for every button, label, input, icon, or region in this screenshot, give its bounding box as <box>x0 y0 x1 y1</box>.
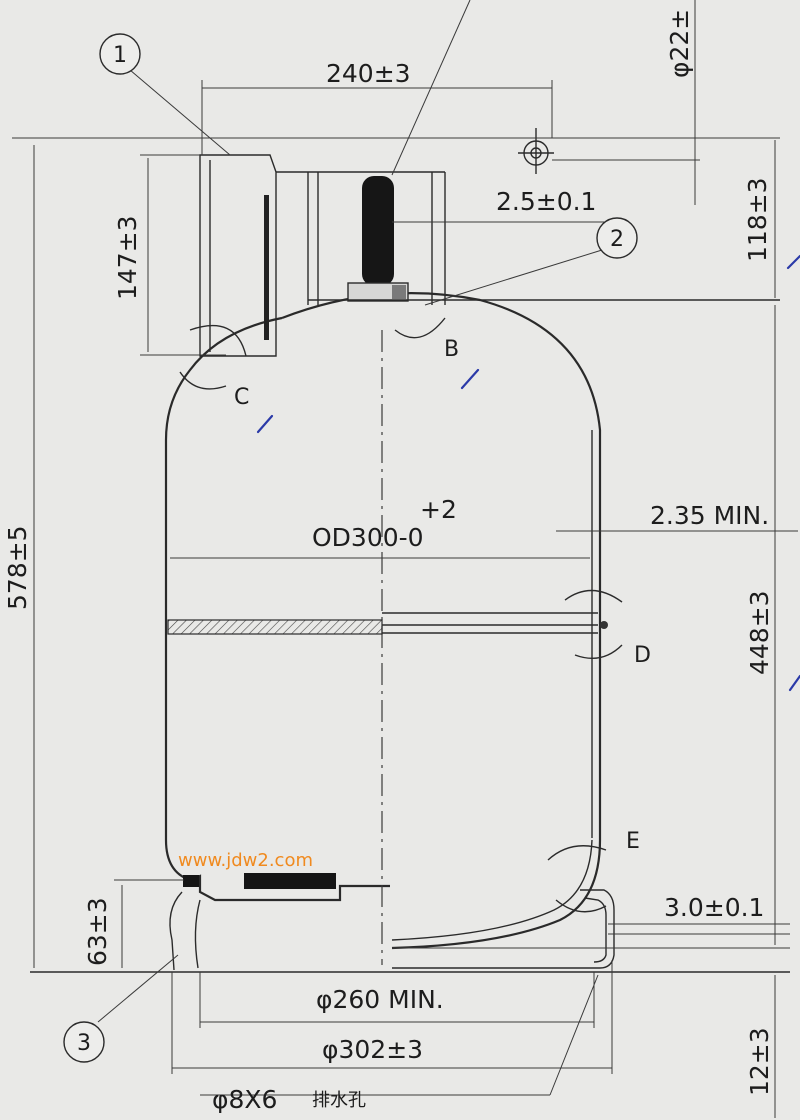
dim-gap25: 2.5±0.1 <box>496 187 596 216</box>
dim-h63: 63±3 <box>83 897 112 966</box>
dim-wall-min: 2.35 MIN. <box>650 501 769 530</box>
dim-d260: φ260 MIN. <box>316 985 444 1014</box>
dim-h12: 12±3 <box>745 1027 774 1096</box>
vessel-body <box>30 292 790 973</box>
dim-d302: φ302±3 <box>322 1035 423 1064</box>
callout-1: 1 <box>99 33 141 75</box>
callout-3: 3 <box>63 1021 105 1063</box>
detail-label-c: C <box>234 385 249 410</box>
callout-2: 2 <box>596 217 638 259</box>
dim-width-top: 240±3 <box>326 59 411 88</box>
callout-leaders <box>97 0 603 1023</box>
crosshair-symbol <box>518 128 554 174</box>
dim-h147: 147±3 <box>113 215 142 300</box>
dim-total-height: 578±5 <box>3 525 32 610</box>
dim-h448: 448±3 <box>745 590 774 675</box>
top-pipe <box>199 154 780 357</box>
drain-hole-note: 排水孔 <box>312 1090 366 1111</box>
dim-h118: 118±3 <box>743 177 772 262</box>
callout-3-label: 3 <box>77 1031 91 1056</box>
callout-2-label: 2 <box>610 227 624 252</box>
dim-phi22: φ22± <box>665 9 694 78</box>
detail-label-e: E <box>626 829 640 854</box>
callout-1-label: 1 <box>113 43 127 68</box>
mid-weld <box>167 612 608 635</box>
pen-marks <box>256 254 800 692</box>
detail-label-b: B <box>444 337 459 362</box>
dim-od-tolerance: +2 <box>420 495 457 524</box>
detail-arcs <box>179 317 623 913</box>
detail-label-d: D <box>634 643 651 668</box>
dim-hole: φ8X6 <box>212 1085 277 1114</box>
dim-foot-thickness: 3.0±0.1 <box>664 893 764 922</box>
watermark: www.jdw2.com <box>178 850 313 871</box>
dim-od300: OD300-0 <box>312 523 424 552</box>
dimension-lines <box>12 0 798 1118</box>
